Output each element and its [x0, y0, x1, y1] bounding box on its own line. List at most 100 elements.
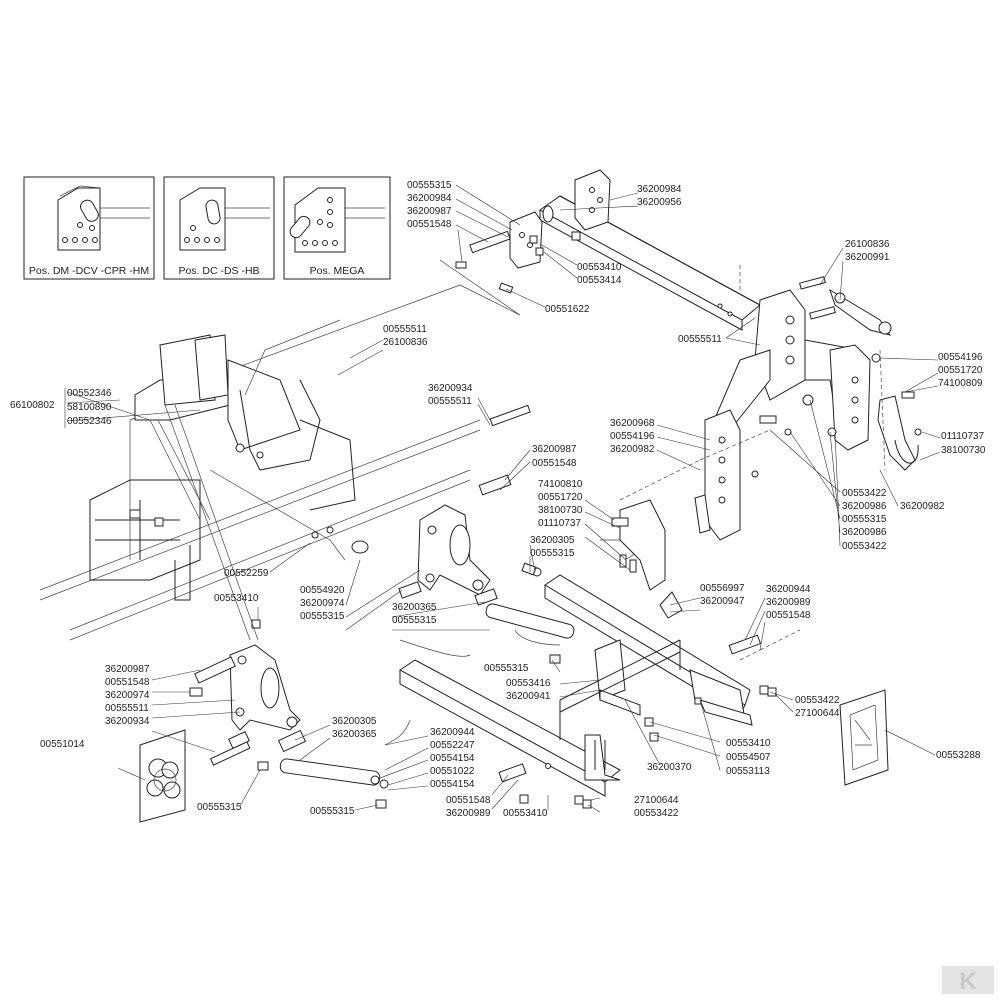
inset-caption-2: Pos. DC -DS -HB [178, 265, 259, 277]
label-36200982-b: 36200982 [900, 501, 945, 512]
label-00551720-a: 00551720 [938, 365, 983, 376]
label-00553422-d: 00553422 [634, 808, 679, 819]
label-38100730-b: 38100730 [538, 505, 583, 516]
label-00553416: 00553416 [506, 678, 551, 689]
label-26100836-a: 26100836 [845, 239, 890, 250]
label-36200944-b: 36200944 [430, 727, 475, 738]
label-00551548-d: 00551548 [105, 677, 150, 688]
label-00553288: 00553288 [936, 750, 981, 761]
label-01110737-a: 01110737 [941, 431, 984, 442]
label-00553410-a: 00553410 [577, 262, 622, 273]
label-36200968: 36200968 [610, 418, 655, 429]
label-36200989-a: 36200989 [766, 597, 811, 608]
label-36200982-a: 36200982 [610, 444, 655, 455]
inset-caption-1: Pos. DM -DCV -CPR -HM [29, 265, 149, 277]
label-00554196-b: 00554196 [610, 431, 655, 442]
right-hitch-assembly [694, 276, 922, 541]
label-36200987-b: 36200987 [532, 444, 577, 455]
inset-caption-3: Pos. MEGA [310, 265, 365, 277]
label-26100836-b: 26100836 [383, 337, 428, 348]
label-00555511-c: 00555511 [428, 396, 472, 407]
label-74100810: 74100810 [538, 479, 583, 490]
label-74100809: 74100809 [938, 378, 983, 389]
leader-lines [66, 184, 941, 813]
label-36200365-b: 36200365 [332, 729, 377, 740]
label-00555315-e: 00555315 [392, 615, 437, 626]
label-00551720-b: 00551720 [538, 492, 583, 503]
label-27100644-a: 27100644 [795, 708, 840, 719]
label-36200941: 36200941 [506, 691, 551, 702]
brand-logo-text: K [959, 968, 977, 995]
label-36200986-b: 36200986 [842, 527, 887, 538]
label-00554507: 00554507 [726, 752, 771, 763]
label-00554154-b: 00554154 [430, 779, 475, 790]
label-00555315-d: 00555315 [300, 611, 345, 622]
label-27100644-b: 27100644 [634, 795, 679, 806]
label-00553410-c: 00553410 [726, 738, 771, 749]
dashed-centre-lines [619, 265, 886, 661]
label-66100802: 66100802 [10, 400, 55, 411]
label-00551548-c: 00551548 [766, 610, 811, 621]
label-00555511-b: 00555511 [383, 324, 427, 335]
label-00552346-a: 00552346 [67, 388, 112, 399]
upper-bar-assembly [455, 169, 761, 331]
label-00555315-f: 00555315 [484, 663, 529, 674]
label-00555315-h: 00555315 [310, 806, 355, 817]
part-labels: 00555315 36200984 36200987 00551548 3620… [10, 180, 986, 819]
label-38100730-a: 38100730 [941, 445, 986, 456]
label-00553422-b: 00553422 [842, 541, 887, 552]
label-00553410-b: 00553410 [214, 593, 259, 604]
label-00551014: 00551014 [40, 739, 85, 750]
label-00552346-b: 00552346 [67, 416, 112, 427]
label-36200986-a: 36200986 [842, 501, 887, 512]
label-36200956: 36200956 [637, 197, 682, 208]
label-58100890: 58100890 [67, 402, 112, 413]
label-00554196-a: 00554196 [938, 352, 983, 363]
label-00551022: 00551022 [430, 766, 475, 777]
label-00555315-g: 00555315 [197, 802, 242, 813]
label-36200989-b: 36200989 [446, 808, 491, 819]
label-00553414: 00553414 [577, 275, 622, 286]
label-00553113: 00553113 [726, 766, 770, 777]
label-00555511-d: 00555511 [105, 703, 149, 714]
tractor-frame [39, 319, 481, 641]
label-00553422-c: 00553422 [795, 695, 840, 706]
inset-box-3: Pos. MEGA [283, 176, 391, 280]
label-00551622: 00551622 [545, 304, 590, 315]
label-00554154-a: 00554154 [430, 753, 475, 764]
label-01110737-b: 01110737 [538, 518, 581, 529]
label-00553422-a: 00553422 [842, 488, 887, 499]
label-36200947: 36200947 [700, 596, 745, 607]
label-00556997: 00556997 [700, 583, 745, 594]
label-36200987-c: 36200987 [105, 664, 150, 675]
label-bag [839, 689, 889, 786]
u-bolt [594, 740, 606, 770]
label-00551548-b: 00551548 [532, 458, 577, 469]
label-00552259: 00552259 [224, 568, 269, 579]
label-00551548-e: 00551548 [446, 795, 491, 806]
label-00555315-c: 00555315 [530, 548, 575, 559]
label-36200944-a: 36200944 [766, 584, 811, 595]
label-00555511-a: 00555511 [678, 334, 722, 345]
middle-frame [351, 404, 777, 809]
label-36200305-b: 36200305 [332, 716, 377, 727]
label-36200934-b: 36200934 [105, 716, 150, 727]
label-36200305-a: 36200305 [530, 535, 575, 546]
label-36200974-b: 36200974 [105, 690, 150, 701]
label-00553410-d: 00553410 [503, 808, 548, 819]
seal-kit [139, 729, 186, 823]
label-36200991: 36200991 [845, 252, 890, 263]
label-36200987-a: 36200987 [407, 206, 452, 217]
label-00551548-a: 00551548 [407, 219, 452, 230]
inset-box-2: Pos. DC -DS -HB [163, 176, 275, 280]
lower-left-assembly [164, 404, 411, 809]
label-36200370: 36200370 [647, 762, 692, 773]
label-00555315-a: 00555315 [407, 180, 452, 191]
label-00552247: 00552247 [430, 740, 475, 751]
label-36200984-b: 36200984 [637, 184, 682, 195]
label-00554920: 00554920 [300, 585, 345, 596]
label-36200365-a: 36200365 [392, 602, 437, 613]
inset-box-1: Pos. DM -DCV -CPR -HM [23, 176, 155, 280]
label-36200974-a: 36200974 [300, 598, 345, 609]
